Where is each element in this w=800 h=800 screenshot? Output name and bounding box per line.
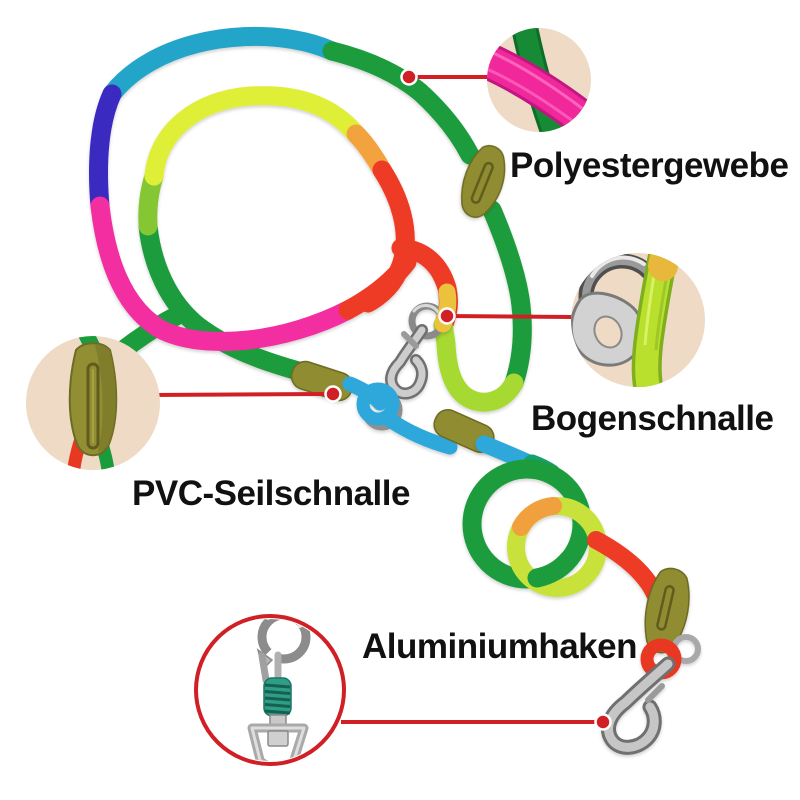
label-pvc-seilschnalle: PVC-Seilschnalle	[132, 474, 410, 513]
leader-pvc	[149, 392, 328, 397]
label-polyestergewebe: Polyestergewebe	[510, 146, 789, 185]
label-bogenschnalle: Bogenschnalle	[531, 399, 774, 438]
blue-knot-rope	[342, 376, 458, 455]
leader-arc-buckle	[446, 314, 574, 319]
leash-rope	[86, 26, 532, 412]
label-aluminiumhaken: Aluminiumhaken	[362, 627, 637, 666]
center-snap-hook	[385, 324, 429, 400]
callout-polyester-fabric	[487, 28, 591, 132]
red-descent-rope	[358, 160, 458, 334]
callout-pvc-rope-buckle	[26, 336, 160, 470]
metal-ring-and-clasp-closeup	[571, 253, 684, 387]
olive-cord-lock-closeup	[67, 336, 118, 470]
end-assembly	[601, 567, 701, 755]
callout-arc-buckle	[571, 253, 705, 387]
upper-cord-lock	[460, 144, 506, 218]
end-snap-hook	[601, 656, 676, 755]
leader-lines	[149, 75, 599, 724]
leader-dots	[324, 68, 612, 731]
lower-rope-coils	[462, 435, 677, 641]
teardrop-loop-rope	[433, 200, 532, 412]
callout-aluminium-hook	[194, 614, 346, 766]
braided-pink-rope-closeup	[487, 28, 591, 132]
